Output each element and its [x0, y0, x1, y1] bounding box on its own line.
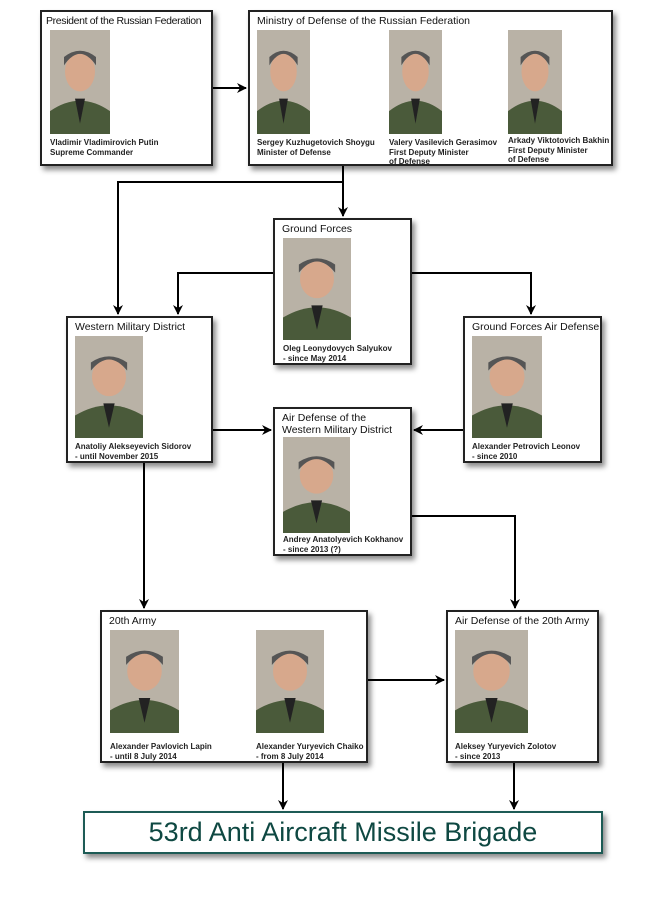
western-md-box: Western Military District Anatoliy Aleks…: [66, 316, 213, 463]
brigade-box: 53rd Anti Aircraft Missile Brigade: [83, 811, 603, 854]
person-role: of Defense: [508, 155, 549, 164]
box-title: Air Defense of the 20th Army: [455, 615, 590, 627]
person-role: First Deputy Minister: [508, 145, 588, 155]
army20-air-defense-box: Air Defense of the 20th Army Aleksey Yur…: [446, 610, 599, 763]
box-title: Ground Forces: [282, 223, 353, 235]
portrait-photo: [50, 30, 110, 134]
portrait-photo: [283, 437, 350, 533]
portrait-photo: [389, 30, 442, 134]
person-name: Arkady Viktotovich Bakhin: [508, 136, 610, 145]
person-note: - since 2010: [472, 451, 518, 461]
box-title: 20th Army: [109, 615, 157, 627]
president-box: President of the Russian Federation Vlad…: [40, 10, 213, 166]
portrait-photo: [508, 30, 562, 134]
person-note: - since 2013 (?): [283, 544, 341, 554]
box-title: President of the Russian Federation: [46, 15, 202, 27]
person-note: - since May 2014: [283, 353, 347, 363]
person-name: Sergey Kuzhugetovich Shoygu: [257, 138, 375, 147]
portrait-photo: [75, 336, 143, 438]
person-name: Alexander Pavlovich Lapin: [110, 742, 212, 751]
person-note: - until November 2015: [75, 451, 159, 461]
box-title: Air Defense of the: [282, 412, 367, 424]
person-name: Valery Vasilevich Gerasimov: [389, 138, 498, 147]
portrait-photo: [455, 630, 528, 733]
person-name: Alexander Petrovich Leonov: [472, 442, 581, 451]
person-name: Alexander Yuryevich Chaiko: [256, 742, 364, 751]
person-name: Anatoliy Alekseyevich Sidorov: [75, 442, 192, 451]
ground-forces-box: Ground Forces Oleg Leonydovych Salyukov-…: [273, 218, 412, 365]
person-role: of Defense: [389, 157, 430, 166]
portrait-photo: [283, 238, 351, 340]
box-title-line2: Western Military District: [282, 424, 393, 436]
person-role: Minister of Defense: [257, 147, 331, 157]
portrait-photo: [256, 630, 324, 733]
gf-air-defense-box: Ground Forces Air Defense Alexander Petr…: [463, 316, 602, 463]
portrait-photo: [110, 630, 179, 733]
person-note: - since 2013: [455, 751, 501, 761]
person-role: First Deputy Minister: [389, 147, 469, 157]
person-role: Supreme Commander: [50, 147, 134, 157]
portrait-photo: [257, 30, 310, 134]
person-name: Andrey Anatolyevich Kokhanov: [283, 535, 404, 544]
person-name: Oleg Leonydovych Salyukov: [283, 344, 392, 353]
army20-box: 20th Army Alexander Pavlovich Lapin- unt…: [100, 610, 368, 763]
ministry-box: Ministry of Defense of the Russian Feder…: [248, 10, 613, 166]
person-note: - from 8 July 2014: [256, 751, 324, 761]
box-title: Ministry of Defense of the Russian Feder…: [257, 15, 471, 27]
person-note: - until 8 July 2014: [110, 751, 177, 761]
person-name: Vladimir Vladimirovich Putin: [50, 138, 159, 147]
portrait-photo: [472, 336, 542, 438]
box-title: Western Military District: [75, 321, 186, 333]
person-name: Aleksey Yuryevich Zolotov: [455, 742, 557, 751]
box-title: Ground Forces Air Defense: [472, 321, 600, 333]
